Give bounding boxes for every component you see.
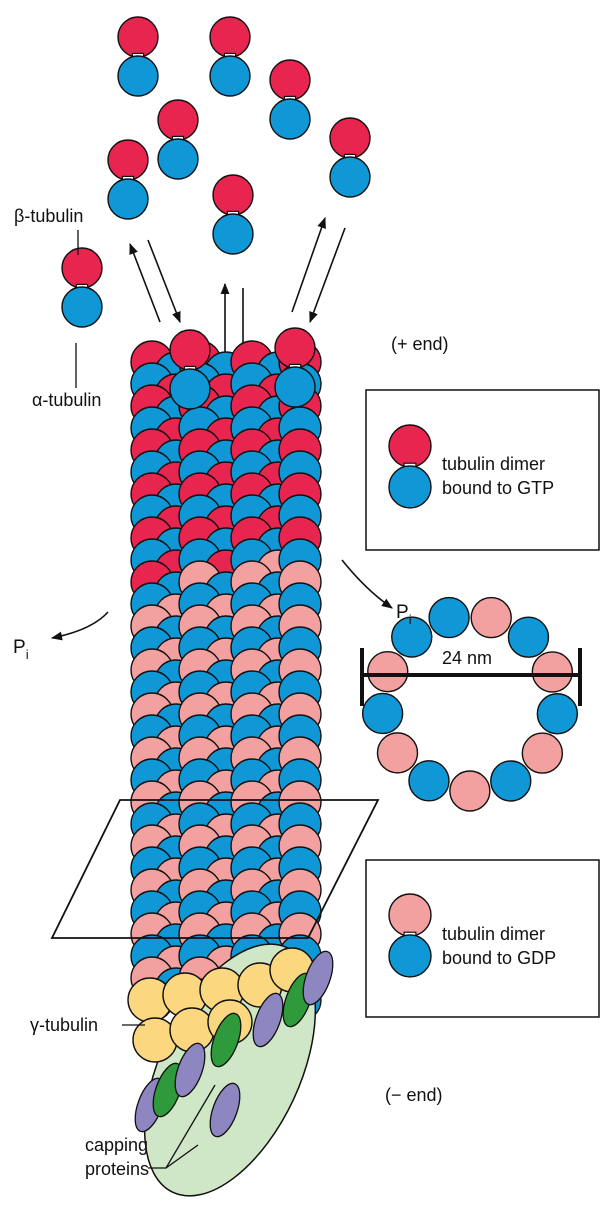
- free-tubulin-dimer: [210, 17, 250, 96]
- pi-left-arrow: [52, 612, 108, 638]
- protofilament-cross-section: [522, 733, 562, 773]
- alpha-subunit: [270, 99, 310, 139]
- free-tubulin-dimers: [62, 17, 370, 327]
- legend-gdp-line2: bound to GDP: [442, 948, 556, 968]
- legend-gdp-line1: tubulin dimer: [442, 924, 545, 944]
- free-tubulin-dimer: [270, 60, 310, 139]
- beta-subunit: [210, 17, 250, 57]
- beta-subunit: [62, 248, 102, 288]
- protofilament-cross-section: [471, 598, 511, 638]
- alpha-subunit: [170, 369, 210, 409]
- free-tubulin-dimer: [213, 175, 253, 254]
- beta-subunit: [170, 330, 210, 370]
- alpha-subunit: [389, 466, 431, 508]
- alpha-subunit: [275, 367, 315, 407]
- beta-subunit: [213, 175, 253, 215]
- beta-subunit: [275, 328, 315, 368]
- protofilament-cross-section: [377, 733, 417, 773]
- beta-subunit: [389, 425, 431, 467]
- protofilament-cross-section: [491, 761, 531, 801]
- protofilament-cross-section: [392, 617, 432, 657]
- beta-subunit: [330, 118, 370, 158]
- free-tubulin-dimer: [118, 17, 158, 96]
- legend-gtp-line2: bound to GTP: [442, 478, 554, 498]
- free-tubulin-dimer: [330, 118, 370, 197]
- protofilament-cross-section: [450, 771, 490, 811]
- alpha-subunit: [118, 56, 158, 96]
- protofilament-cross-section: [537, 694, 577, 734]
- beta-subunit: [389, 894, 431, 936]
- legend-gdp-dimer: [389, 894, 431, 977]
- beta-subunit: [118, 17, 158, 57]
- diameter-label: 24 nm: [442, 648, 492, 668]
- pi-right-arrow: [342, 560, 392, 608]
- capping-label-line2: proteins: [85, 1159, 149, 1179]
- alpha-subunit: [108, 179, 148, 219]
- free-tubulin-dimer: [108, 140, 148, 219]
- protofilament-cross-section: [363, 693, 403, 733]
- beta-tubulin-label: β-tubulin: [14, 206, 83, 226]
- protofilament-cross-section: [368, 652, 408, 692]
- cross-section-ring: [363, 598, 578, 811]
- protofilament-cross-section: [409, 761, 449, 801]
- protofilament-cross-section: [508, 617, 548, 657]
- legend-gdp-dimer-icon: [389, 894, 431, 977]
- microtubule-lattice: [131, 328, 321, 1021]
- free-tubulin-dimer: [62, 248, 102, 327]
- alpha-subunit: [389, 935, 431, 977]
- minus-end-label: (− end): [385, 1085, 443, 1105]
- pi-left-label: Pi: [13, 637, 29, 662]
- legend-gtp-dimer-icon: [389, 425, 431, 508]
- free-tubulin-dimer: [158, 100, 198, 179]
- beta-subunit: [158, 100, 198, 140]
- alpha-subunit: [213, 214, 253, 254]
- protofilament-cross-section: [429, 598, 469, 638]
- legend-gtp-line1: tubulin dimer: [442, 454, 545, 474]
- legend-gtp-dimer: [389, 425, 431, 508]
- plus-end-label: (+ end): [391, 334, 449, 354]
- alpha-tubulin-label: α-tubulin: [32, 390, 101, 410]
- gamma-tubulin-label: γ-tubulin: [30, 1015, 98, 1035]
- beta-subunit: [108, 140, 148, 180]
- alpha-subunit: [158, 139, 198, 179]
- alpha-subunit: [210, 56, 250, 96]
- alpha-subunit: [62, 287, 102, 327]
- alpha-subunit: [330, 157, 370, 197]
- protofilament-cross-section: [532, 652, 572, 692]
- beta-subunit: [270, 60, 310, 100]
- capping-label-line1: capping: [85, 1135, 148, 1155]
